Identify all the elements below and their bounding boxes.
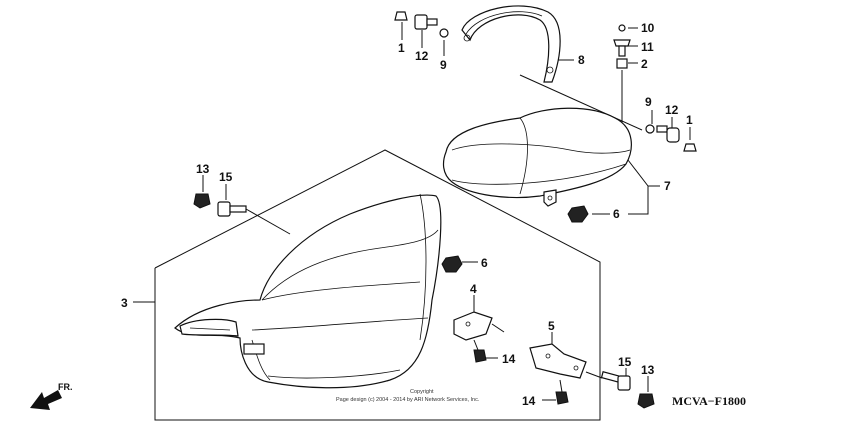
callout-10: 10 [641, 21, 655, 35]
copyright-line2: Page design (c) 2004 - 2014 by ARI Netwo… [336, 397, 480, 403]
callout-9a: 9 [440, 58, 447, 72]
cap-nut-1b [683, 143, 697, 152]
callout-9b: 9 [645, 95, 652, 109]
callout-13a: 13 [196, 162, 210, 176]
bolt-14a [473, 339, 487, 363]
callout-labels: 1 12 9 8 10 11 2 9 12 1 7 6 13 15 6 4 3 … [121, 21, 693, 408]
grab-rail [461, 5, 561, 83]
washer-9a [439, 28, 449, 38]
callout-1a: 1 [398, 41, 405, 55]
direction-label: FR. [58, 382, 73, 392]
diagram-code: MCVA−F1800 [672, 394, 746, 408]
callout-12a: 12 [415, 49, 429, 63]
callout-1b: 1 [686, 113, 693, 127]
callout-6a: 6 [613, 207, 620, 221]
nut-13b [637, 393, 655, 409]
callout-4: 4 [470, 282, 477, 296]
arrow-icon [30, 390, 62, 410]
nut-6b [441, 255, 463, 273]
leader-lines [133, 22, 691, 421]
callout-7: 7 [664, 179, 671, 193]
callout-6b: 6 [481, 256, 488, 270]
washer-9b [645, 124, 655, 134]
hardware-stack [613, 24, 631, 69]
callout-14b: 14 [522, 394, 536, 408]
callout-5: 5 [548, 319, 555, 333]
callout-14a: 14 [502, 352, 516, 366]
collar-2 [616, 58, 628, 69]
callout-11: 11 [641, 40, 654, 54]
bolt-12b [666, 127, 680, 143]
hardware-top-left [394, 11, 449, 38]
seat-group-box [154, 149, 601, 421]
callout-13b: 13 [641, 363, 655, 377]
callout-15a: 15 [219, 170, 233, 184]
bracket-5 [529, 343, 587, 379]
front-seat [174, 193, 442, 389]
cap-nut-1a [394, 11, 408, 21]
callout-8: 8 [578, 53, 585, 67]
nut-13a [193, 193, 211, 209]
callout-15b: 15 [618, 355, 632, 369]
copyright-line1: Copyright [410, 389, 434, 395]
rear-seat [442, 107, 632, 207]
bolt-head-11 [613, 39, 631, 47]
callout-2: 2 [641, 57, 648, 71]
cap-10 [618, 24, 626, 32]
bracket-4 [453, 311, 505, 341]
front-direction-arrow: FR. [30, 382, 73, 410]
callout-3: 3 [121, 296, 128, 310]
nut-6a [567, 205, 589, 223]
bolt-12a [414, 14, 428, 30]
hardware-right [645, 124, 697, 152]
bolt-14b [555, 379, 569, 405]
bolt-15b [585, 371, 631, 391]
callout-12b: 12 [665, 103, 679, 117]
bolt-15a [217, 201, 291, 235]
